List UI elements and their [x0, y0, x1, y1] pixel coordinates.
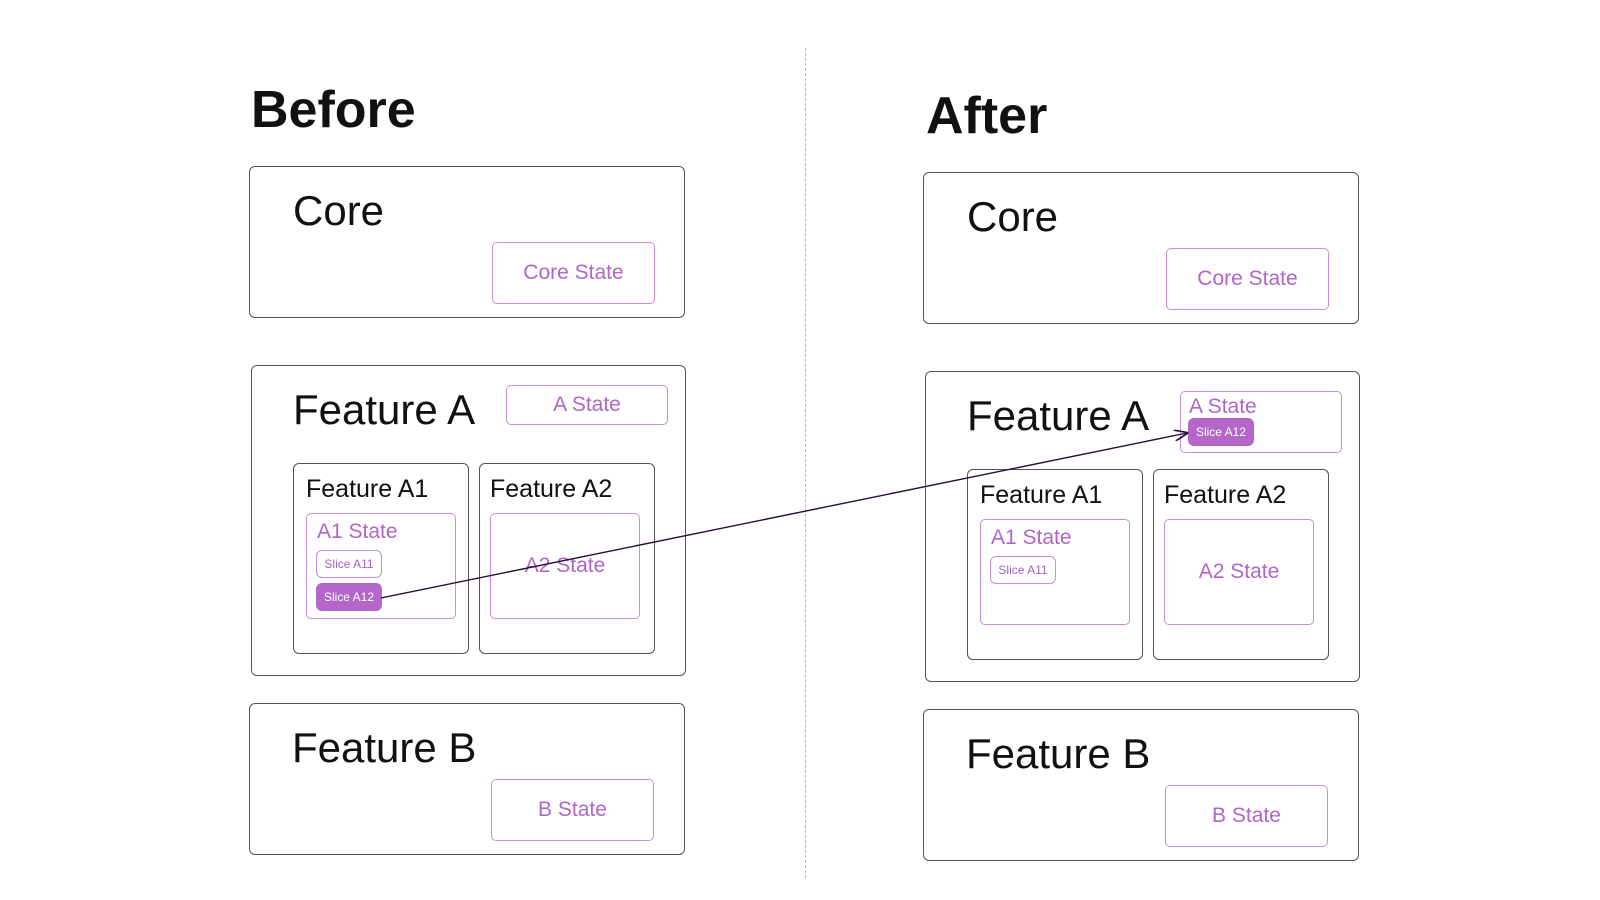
after-feature-a1-box: Feature A1 A1 State Slice A11	[967, 469, 1143, 660]
after-a2-state: A2 State	[1164, 519, 1314, 625]
before-core-module: Core Core State	[249, 166, 685, 318]
before-core-title: Core	[293, 187, 385, 234]
before-feature-b-module: Feature B B State	[249, 703, 685, 855]
after-feature-a2-box: Feature A2 A2 State	[1153, 469, 1329, 660]
before-slice-a12: Slice A12	[316, 583, 382, 611]
before-feature-a1-box: Feature A1 A1 State Slice A11 Slice A12	[293, 463, 469, 654]
after-slice-a12: Slice A12	[1188, 418, 1254, 446]
after-core-state: Core State	[1166, 248, 1329, 310]
after-core-module: Core Core State	[923, 172, 1359, 324]
after-feature-a1-title: Feature A1	[980, 481, 1103, 509]
after-heading: After	[926, 87, 1048, 145]
before-b-state: B State	[491, 779, 654, 841]
after-a-state: A State	[1180, 391, 1342, 453]
after-feature-b-title: Feature B	[966, 730, 1151, 777]
after-feature-a2-title: Feature A2	[1164, 481, 1287, 509]
before-feature-a2-title: Feature A2	[490, 475, 613, 503]
before-feature-a2-box: Feature A2 A2 State	[479, 463, 655, 654]
after-a1-state-label: A1 State	[991, 526, 1072, 549]
before-after-divider	[805, 48, 806, 878]
before-feature-b-title: Feature B	[292, 724, 477, 771]
after-core-title: Core	[967, 193, 1059, 240]
after-feature-b-module: Feature B B State	[923, 709, 1359, 861]
after-a-state-label: A State	[1189, 395, 1257, 418]
before-feature-a-module: Feature A A State Feature A1 A1 State Sl…	[251, 365, 686, 676]
before-heading: Before	[251, 81, 416, 139]
after-slice-a11: Slice A11	[990, 556, 1056, 584]
before-feature-a1-title: Feature A1	[306, 475, 429, 503]
before-feature-a-title: Feature A	[293, 386, 476, 433]
after-feature-a-module: Feature A A State Slice A12 Feature A1 A…	[925, 371, 1360, 682]
after-feature-a-title: Feature A	[967, 392, 1150, 439]
before-a2-state: A2 State	[490, 513, 640, 619]
before-slice-a11: Slice A11	[316, 550, 382, 578]
before-a1-state-label: A1 State	[317, 520, 398, 543]
before-core-state: Core State	[492, 242, 655, 304]
after-b-state: B State	[1165, 785, 1328, 847]
before-a-state: A State	[506, 385, 668, 425]
